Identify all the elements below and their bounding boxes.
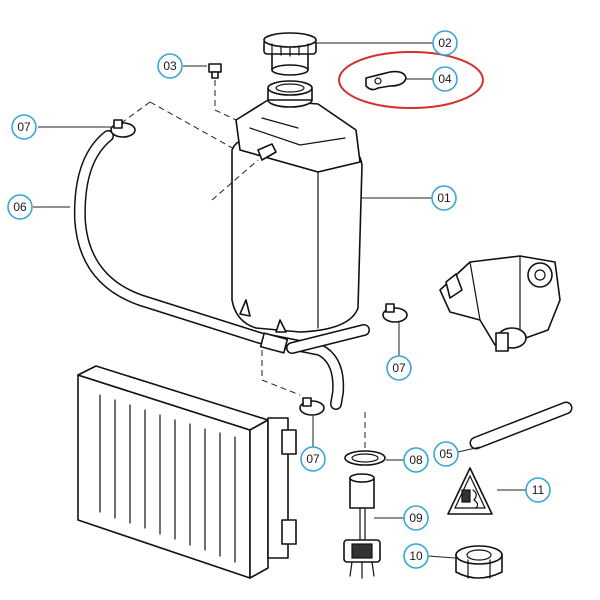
leader-lines: [33, 42, 526, 559]
svg-text:03: 03: [163, 59, 177, 73]
svg-text:01: 01: [437, 191, 451, 205]
svg-text:06: 06: [13, 200, 27, 214]
callout-02: 02: [432, 30, 458, 56]
hose-section: [469, 401, 573, 450]
svg-text:04: 04: [438, 72, 452, 86]
hex-nut: [455, 545, 503, 579]
thermostat-housing: [439, 255, 561, 352]
hose-clamp-lower: [299, 397, 325, 416]
highlight-ellipse-part-04: [338, 51, 484, 109]
callout-07-right: 07: [386, 355, 412, 381]
gasket: [344, 450, 386, 466]
svg-text:09: 09: [409, 511, 423, 525]
svg-text:02: 02: [438, 36, 452, 50]
callout-08: 08: [403, 447, 429, 473]
callout-07-upper: 07: [11, 114, 37, 140]
svg-text:05: 05: [439, 447, 453, 461]
bolt: [208, 63, 222, 79]
radiator: [77, 365, 297, 579]
expansion-tank: [231, 80, 363, 333]
callout-03: 03: [157, 53, 183, 79]
callout-01: 01: [431, 185, 457, 211]
callout-06: 06: [7, 194, 33, 220]
svg-text:07: 07: [392, 361, 406, 375]
callout-07-lower: 07: [300, 446, 326, 472]
warning-label: [447, 467, 493, 515]
callout-05: 05: [433, 441, 459, 467]
tank-cap: [263, 32, 317, 76]
svg-text:10: 10: [409, 549, 423, 563]
hose: [73, 130, 370, 410]
svg-text:07: 07: [306, 452, 320, 466]
hose-clamp-right: [382, 303, 408, 323]
callout-10: 10: [403, 543, 429, 569]
svg-text:08: 08: [409, 453, 423, 467]
callout-04: 04: [432, 66, 458, 92]
svg-text:07: 07: [17, 120, 31, 134]
callout-11: 11: [525, 477, 551, 503]
svg-text:11: 11: [532, 483, 545, 497]
level-sensor: [343, 473, 381, 579]
mounting-bracket: [365, 70, 407, 91]
callout-09: 09: [403, 505, 429, 531]
hose-clamp-upper: [110, 119, 136, 138]
